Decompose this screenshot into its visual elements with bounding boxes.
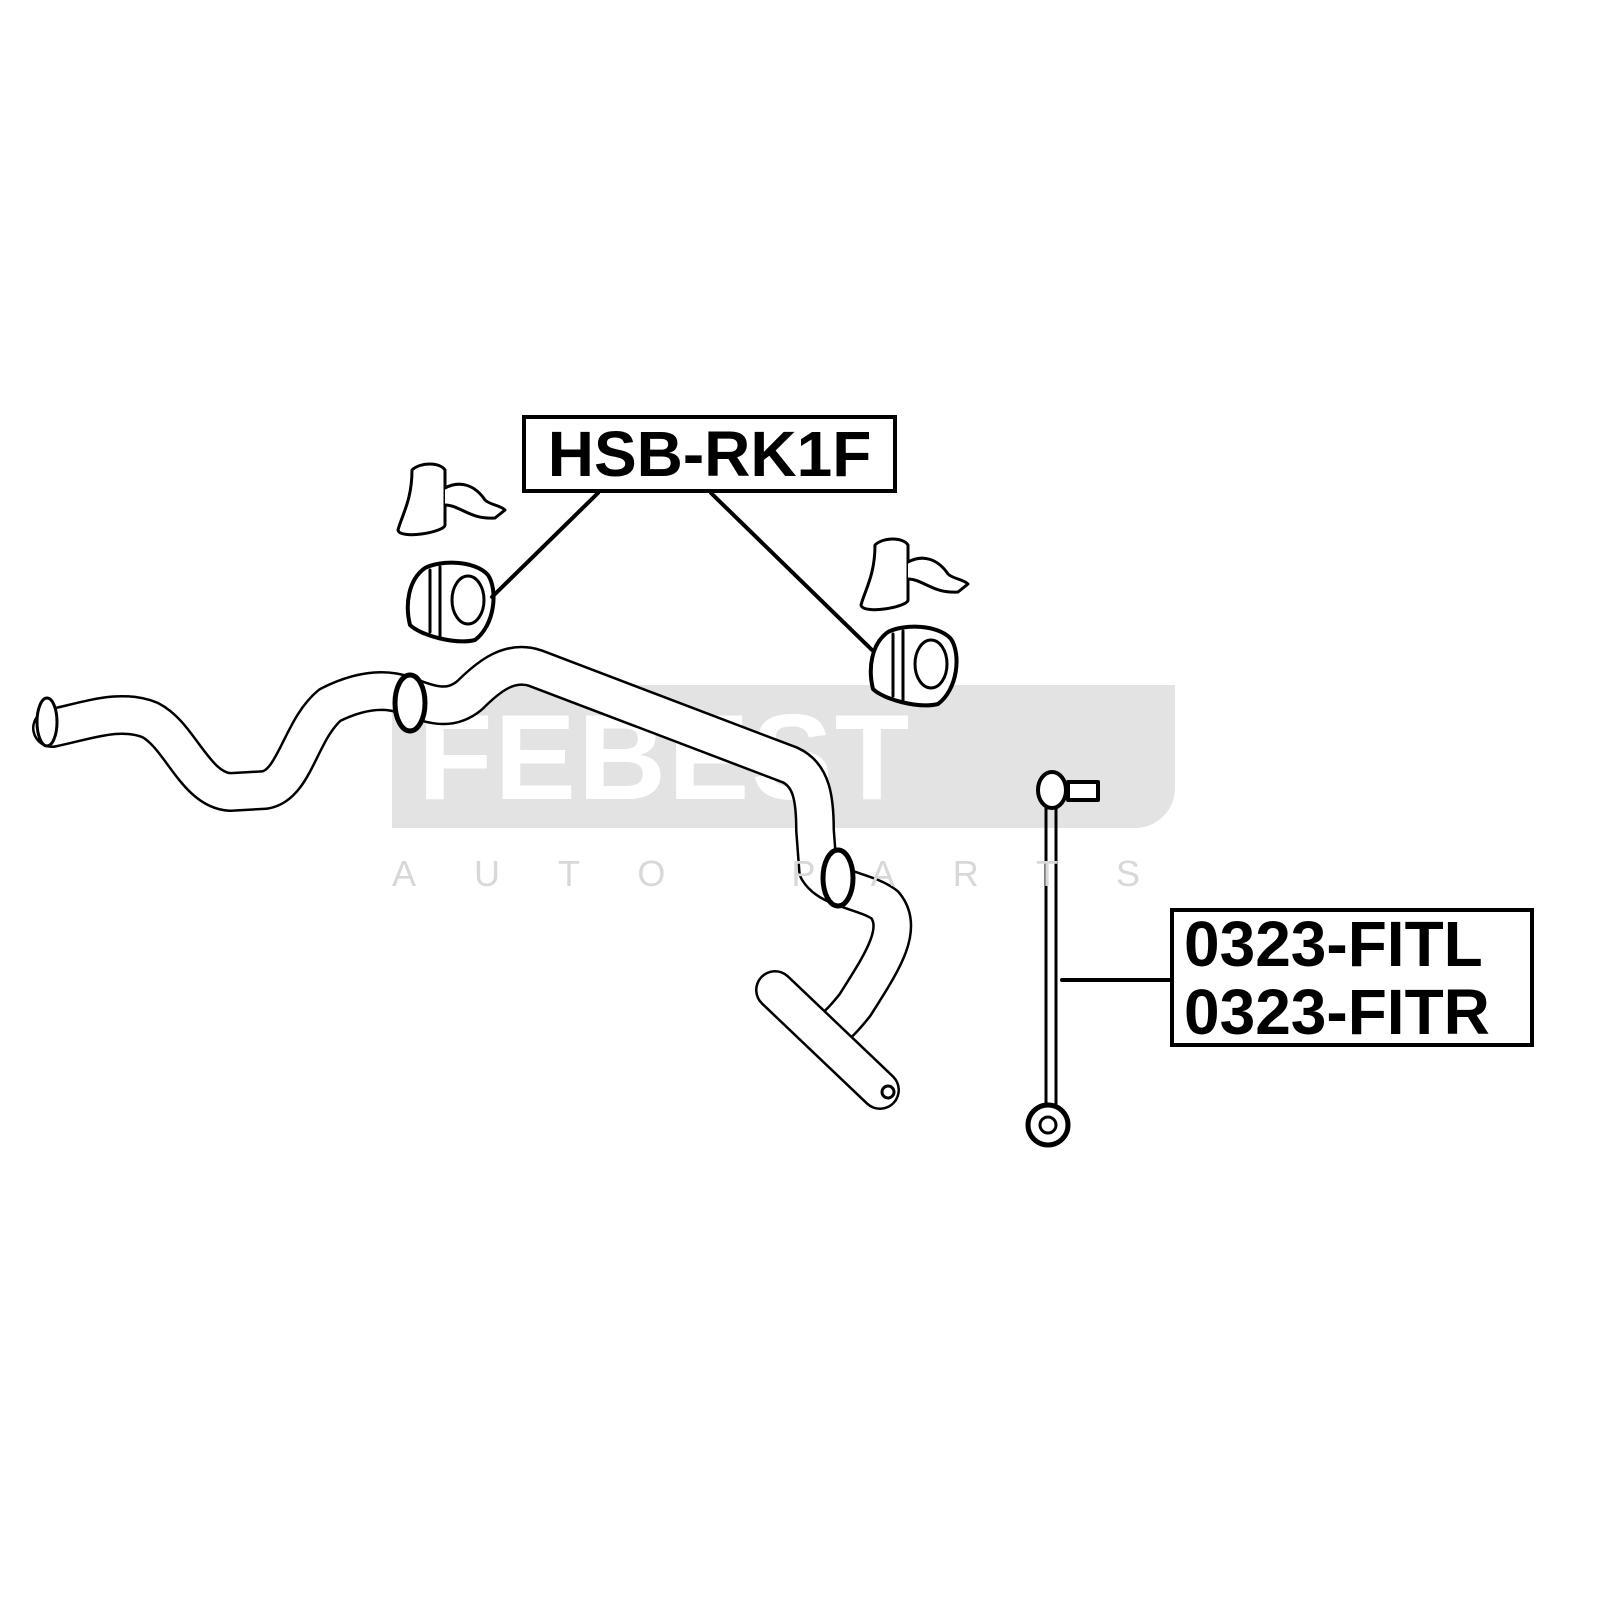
- link-part-numbers: 0323-FITL 0323-FITR: [1170, 908, 1534, 1047]
- stabilizer-bar: [32, 645, 913, 1110]
- watermark-tagline: AUTO PARTS: [392, 853, 1199, 894]
- bushing-part-number: HSB-RK1F: [522, 415, 897, 493]
- stabilizer-bushing-left: [396, 462, 507, 644]
- link-part-number-right: 0323-FITR: [1184, 975, 1490, 1048]
- leader-lines: [490, 491, 1172, 982]
- stabilizer-bushing-right: [859, 537, 970, 708]
- bar-bushing: [392, 672, 856, 909]
- link-part-number-left: 0323-FITL: [1184, 907, 1483, 980]
- stabilizer-link: [1025, 770, 1100, 1148]
